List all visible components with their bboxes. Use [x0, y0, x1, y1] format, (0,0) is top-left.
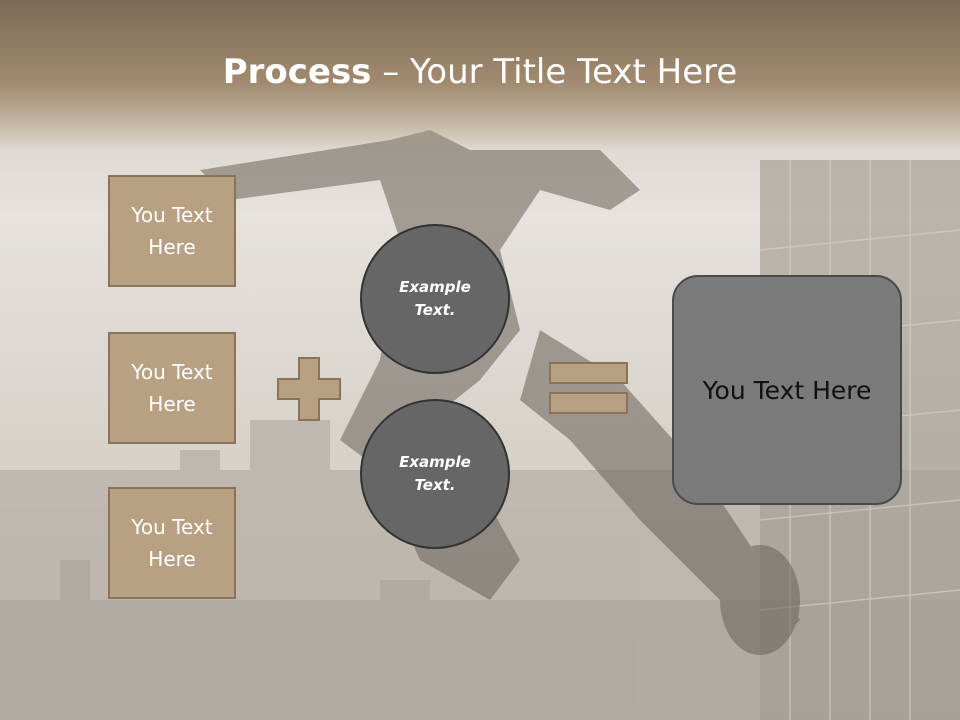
- input-box-label: You Text Here: [131, 203, 213, 259]
- title-band: [0, 0, 960, 150]
- title-bold: Process: [222, 52, 372, 92]
- input-box-label: You Text Here: [131, 360, 213, 416]
- circle-label: Example Text.: [399, 278, 471, 319]
- slide-title: Process – Your Title Text Here: [0, 52, 960, 92]
- example-circle-1[interactable]: Example Text.: [360, 224, 510, 374]
- result-label: You Text Here: [702, 375, 872, 405]
- input-box-2[interactable]: You Text Here: [108, 332, 236, 444]
- equals-icon: [549, 362, 629, 420]
- example-circle-2[interactable]: Example Text.: [360, 399, 510, 549]
- title-rest: – Your Title Text Here: [371, 52, 738, 92]
- input-box-label: You Text Here: [131, 515, 213, 571]
- result-box[interactable]: You Text Here: [672, 275, 902, 505]
- circle-label: Example Text.: [399, 453, 471, 494]
- input-box-1[interactable]: You Text Here: [108, 175, 236, 287]
- input-box-3[interactable]: You Text Here: [108, 487, 236, 599]
- plus-icon: [277, 357, 341, 425]
